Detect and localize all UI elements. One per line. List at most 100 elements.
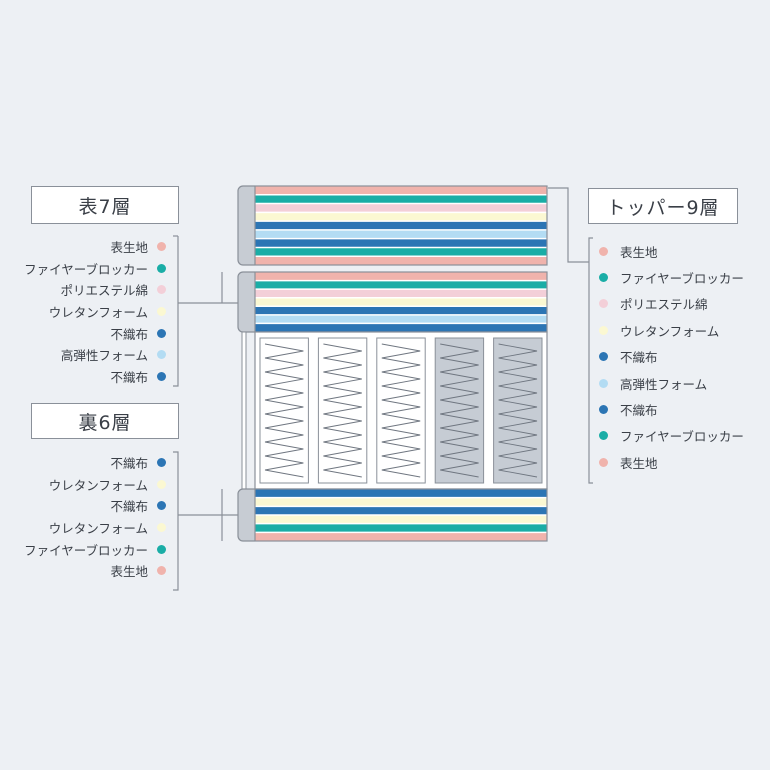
bottom-6-layers-title: 裏6層 <box>31 403 179 439</box>
legend-color-dot <box>157 501 166 511</box>
legend-color-dot <box>599 273 608 283</box>
legend-color-dot <box>157 307 166 317</box>
legend-item-label: ポリエステル綿 <box>620 297 708 313</box>
legend-item-label: 表生地 <box>620 244 658 260</box>
pocket-coil-spring <box>440 343 479 478</box>
legend-color-dot <box>157 242 166 252</box>
legend-item: 表生地 <box>24 560 166 582</box>
pocket-coil-spring <box>381 343 421 478</box>
topper-layer-band <box>255 186 547 195</box>
pocket-coil-spring <box>323 343 362 478</box>
topper-layer-band <box>255 238 547 248</box>
legend-item: ファイヤーブロッカー <box>24 258 166 280</box>
bottom-layer-band <box>255 523 547 533</box>
legend-item: 表生地 <box>599 449 744 475</box>
legend-item-label: ウレタンフォーム <box>48 521 148 537</box>
legend-item: 表生地 <box>24 236 166 258</box>
topper-layer-band <box>255 247 547 257</box>
topper-layer-band <box>255 229 547 239</box>
legend-item-label: 表生地 <box>620 455 658 471</box>
legend-item-label: ポリエステル綿 <box>60 283 148 299</box>
legend-item: 表生地 <box>599 238 744 264</box>
topper-layer-band <box>255 203 547 213</box>
bottom-6-layers-title-text: 裏6層 <box>78 411 132 434</box>
legend-color-dot <box>157 523 166 533</box>
legend-item: 高弾性フォーム <box>24 344 166 366</box>
legend-item-label: 表生地 <box>110 240 148 256</box>
legend-color-dot <box>157 479 166 489</box>
top-7-layers-title-text: 表7層 <box>78 195 132 218</box>
legend-item: ポリエステル綿 <box>24 279 166 301</box>
legend-item: ウレタンフォーム <box>24 517 166 539</box>
legend-color-dot <box>157 371 166 381</box>
legend-item-label: ウレタンフォーム <box>620 323 720 339</box>
bottom-layer-band <box>255 506 547 515</box>
bottom-6-bracket <box>173 451 179 591</box>
legend-color-dot <box>599 299 608 309</box>
legend-color-dot <box>599 352 608 362</box>
legend-item: ファイヤーブロッカー <box>599 264 744 290</box>
legend-item-label: 不織布 <box>620 403 658 419</box>
topper-9-layers-title-text: トッパー9層 <box>606 196 720 219</box>
top-7-bracket <box>173 236 179 387</box>
legend-item-label: 表生地 <box>110 564 148 580</box>
legend-item-label: 高弾性フォーム <box>60 348 148 364</box>
top-layer-band <box>255 314 547 324</box>
layer-stack-outline <box>254 185 548 266</box>
legend-color-dot <box>157 350 166 360</box>
layer-stack-outline <box>254 488 548 542</box>
legend-item-label: ファイヤーブロッカー <box>620 271 744 287</box>
topper-layer-band <box>255 194 547 204</box>
legend-item: ファイヤーブロッカー <box>599 423 744 449</box>
bottom-layer-band <box>255 489 547 498</box>
legend-item: ファイヤーブロッカー <box>24 538 166 560</box>
bottom-layer-band <box>255 515 547 524</box>
top-7-layers-title: 表7層 <box>31 186 179 224</box>
bottom-6-layers-legend: 不織布ウレタンフォーム不織布ウレタンフォームファイヤーブロッカー表生地 <box>24 452 166 582</box>
legend-color-dot <box>599 378 608 388</box>
top-layer-band <box>255 306 547 315</box>
legend-color-dot <box>599 457 608 467</box>
legend-item-label: ファイヤーブロッカー <box>620 429 744 445</box>
legend-item-label: 不織布 <box>620 350 658 366</box>
legend-item: 不織布 <box>599 344 744 370</box>
legend-color-dot <box>157 544 166 554</box>
legend-item-label: 高弾性フォーム <box>620 376 708 392</box>
top-layer-band <box>255 272 547 281</box>
legend-item: 高弾性フォーム <box>599 370 744 396</box>
top-7-layers-legend: 表生地ファイヤーブロッカーポリエステル綿ウレタンフォーム不織布高弾性フォーム不織… <box>24 236 166 387</box>
topper-layer-band <box>255 256 547 265</box>
top-layer-band <box>255 289 547 298</box>
side-border-bar <box>241 331 247 490</box>
top-layer-band <box>255 297 547 307</box>
legend-item-label: 不織布 <box>110 499 148 515</box>
topper-9-layers-title: トッパー9層 <box>588 188 738 224</box>
legend-item: 不織布 <box>24 322 166 344</box>
legend-item-label: ウレタンフォーム <box>48 305 148 321</box>
legend-item-label: 不織布 <box>110 456 148 472</box>
legend-color-dot <box>599 325 608 335</box>
legend-item: ポリエステル綿 <box>599 291 744 317</box>
legend-color-dot <box>157 263 166 273</box>
topper-9-connector <box>548 187 589 263</box>
legend-color-dot <box>157 285 166 295</box>
top-layer-band <box>255 280 547 290</box>
top-layer-band <box>255 323 547 332</box>
pocket-coil-spring <box>498 343 538 478</box>
topper-layer-band <box>255 212 547 222</box>
topper-9-bracket <box>588 237 593 484</box>
legend-color-dot <box>599 246 608 256</box>
legend-item: 不織布 <box>24 495 166 517</box>
legend-item: ウレタンフォーム <box>24 474 166 496</box>
topper-layer-band <box>255 221 547 230</box>
legend-item-label: ファイヤーブロッカー <box>24 542 148 558</box>
legend-item: ウレタンフォーム <box>599 317 744 343</box>
legend-color-dot <box>157 328 166 338</box>
legend-color-dot <box>599 405 608 415</box>
legend-color-dot <box>599 431 608 441</box>
legend-item-label: 不織布 <box>110 369 148 385</box>
legend-item-label: ファイヤーブロッカー <box>24 261 148 277</box>
bottom-layer-band <box>255 532 547 541</box>
legend-item: ウレタンフォーム <box>24 301 166 323</box>
